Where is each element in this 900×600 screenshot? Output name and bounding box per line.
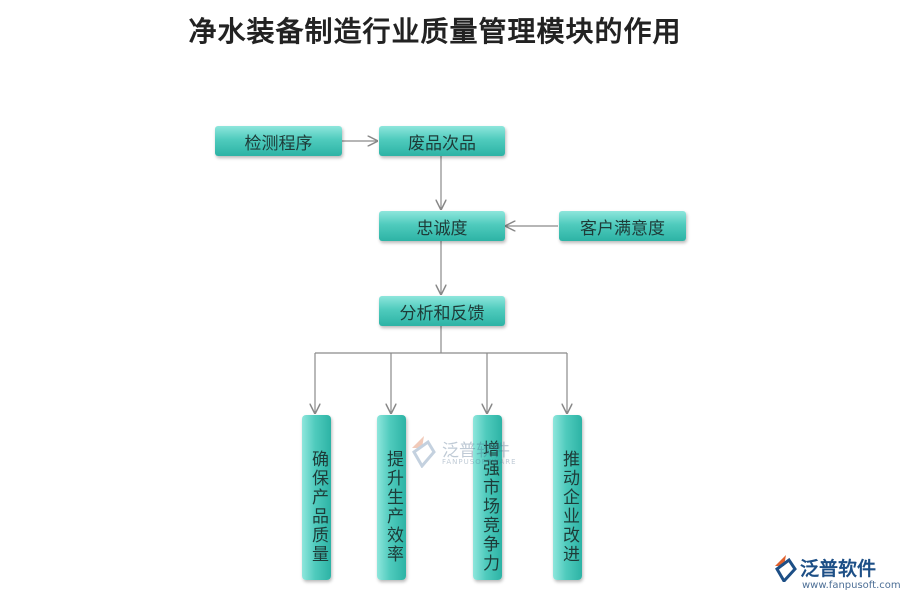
brand-logo: 泛普软件 www.fanpusoft.com bbox=[772, 552, 900, 596]
node-loyalty-label: 忠诚度 bbox=[416, 218, 468, 239]
outcome-competitiveness: 增强市场竞争力 bbox=[473, 415, 502, 580]
watermark-subtext: FANPUSOFTWARE bbox=[442, 458, 517, 466]
node-inspection: 检测程序 bbox=[215, 126, 342, 156]
watermark-text: 泛普软件 bbox=[442, 441, 510, 461]
node-defects: 废品次品 bbox=[379, 126, 505, 156]
brand-url: www.fanpusoft.com bbox=[802, 580, 900, 591]
outcome-efficiency: 提升生产效率 bbox=[377, 415, 406, 580]
watermark-logo-icon bbox=[412, 436, 436, 468]
outcome-quality: 确保产品质量 bbox=[302, 415, 331, 580]
node-satisfaction-label: 客户满意度 bbox=[580, 218, 665, 239]
outcome-improvement: 推动企业改进 bbox=[553, 415, 582, 580]
node-loyalty: 忠诚度 bbox=[379, 211, 505, 241]
outcome-efficiency-label: 提升生产效率 bbox=[383, 449, 403, 564]
brand-name: 泛普软件 bbox=[800, 558, 877, 580]
node-satisfaction: 客户满意度 bbox=[559, 211, 686, 241]
outcome-quality-label: 确保产品质量 bbox=[308, 449, 328, 564]
brand-logo-icon bbox=[775, 555, 797, 582]
node-inspection-label: 检测程序 bbox=[244, 133, 313, 154]
watermark: 泛普软件 FANPUSOFTWARE bbox=[408, 432, 538, 472]
diagram-title: 净水装备制造行业质量管理模块的作用 bbox=[188, 15, 682, 48]
node-analysis-label: 分析和反馈 bbox=[399, 303, 485, 324]
outcome-improvement-label: 推动企业改进 bbox=[559, 449, 579, 564]
node-defects-label: 废品次品 bbox=[408, 133, 476, 154]
node-analysis: 分析和反馈 bbox=[379, 296, 505, 326]
outcome-competitiveness-label: 增强市场竞争力 bbox=[479, 440, 499, 573]
